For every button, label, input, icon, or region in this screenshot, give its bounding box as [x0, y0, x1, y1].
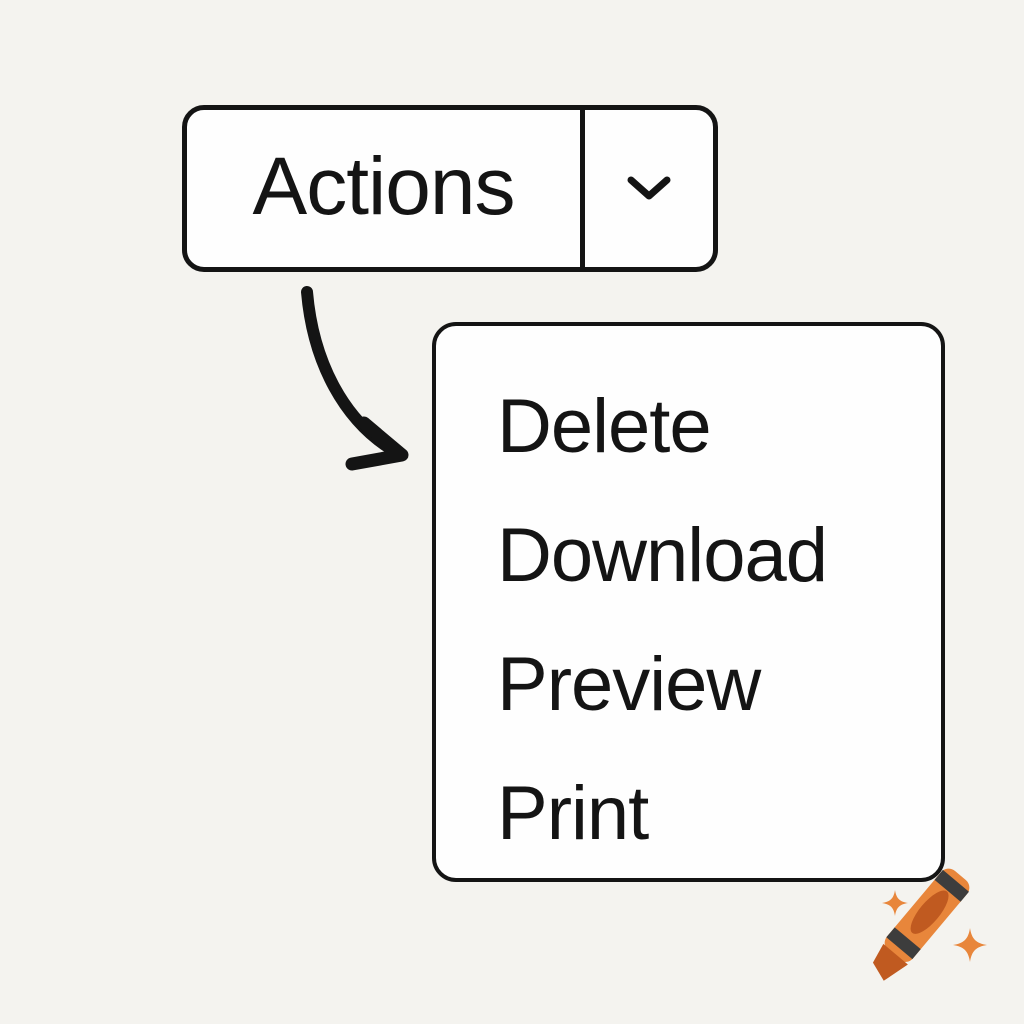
- actions-button-label-section[interactable]: Actions: [187, 110, 580, 267]
- menu-item-print[interactable]: Print: [497, 771, 649, 856]
- crayon-logo-icon: [872, 868, 987, 981]
- menu-item-download[interactable]: Download: [497, 513, 828, 598]
- dropdown-toggle-button[interactable]: [585, 110, 713, 267]
- actions-button-label: Actions: [252, 140, 516, 232]
- curved-arrow-icon: [301, 286, 409, 471]
- button-section-divider: [580, 110, 585, 267]
- actions-dropdown-button[interactable]: Actions: [182, 105, 718, 272]
- dropdown-menu: Delete Download Preview Print: [432, 322, 945, 882]
- sparkle-icon: [882, 890, 908, 916]
- menu-item-preview[interactable]: Preview: [497, 642, 761, 727]
- sparkle-icon: [953, 928, 987, 962]
- chevron-down-icon: [627, 176, 671, 199]
- menu-item-delete[interactable]: Delete: [497, 384, 712, 469]
